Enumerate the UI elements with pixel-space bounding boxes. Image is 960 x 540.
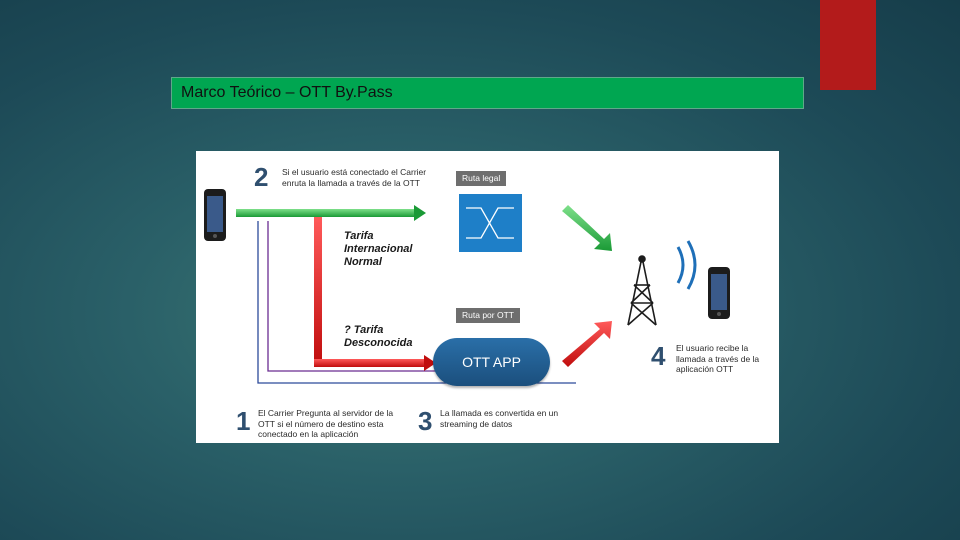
slide-title: Marco Teórico – OTT By.Pass <box>181 84 393 102</box>
step-3-number: 3 <box>418 406 432 437</box>
title-bar: Marco Teórico – OTT By.Pass <box>171 77 804 109</box>
cell-tower-icon <box>628 256 656 325</box>
tarifa-desconocida-label: ? Tarifa Desconocida <box>344 324 424 350</box>
step-1-text: El Carrier Pregunta al servidor de la OT… <box>258 408 408 440</box>
receiver-phone-icon <box>708 267 730 319</box>
step-2-number: 2 <box>254 162 268 193</box>
tarifa-normal-label: Tarifa Internacional Normal <box>344 230 434 269</box>
corner-accent <box>820 0 876 90</box>
switch-icon <box>459 194 522 252</box>
ruta-legal-chip: Ruta legal <box>456 171 506 186</box>
green-diagonal-arrow <box>562 205 612 251</box>
caller-phone-icon <box>204 189 226 241</box>
step-4-text: El usuario recibe la llamada a través de… <box>676 343 766 375</box>
diagram-graphics <box>196 151 779 443</box>
radio-waves-icon <box>678 241 695 289</box>
green-route-arrow <box>236 205 426 221</box>
red-diagonal-arrow <box>562 321 612 367</box>
ott-bypass-diagram: 2 Si el usuario está conectado el Carrie… <box>196 151 779 443</box>
step-2-text: Si el usuario está conectado el Carrier … <box>282 167 430 188</box>
step-1-number: 1 <box>236 406 250 437</box>
step-3-text: La llamada es convertida en un streaming… <box>440 408 575 429</box>
ruta-ott-chip: Ruta por OTT <box>456 308 520 323</box>
step-4-number: 4 <box>651 341 665 372</box>
ott-app-node: OTT APP <box>433 338 550 386</box>
